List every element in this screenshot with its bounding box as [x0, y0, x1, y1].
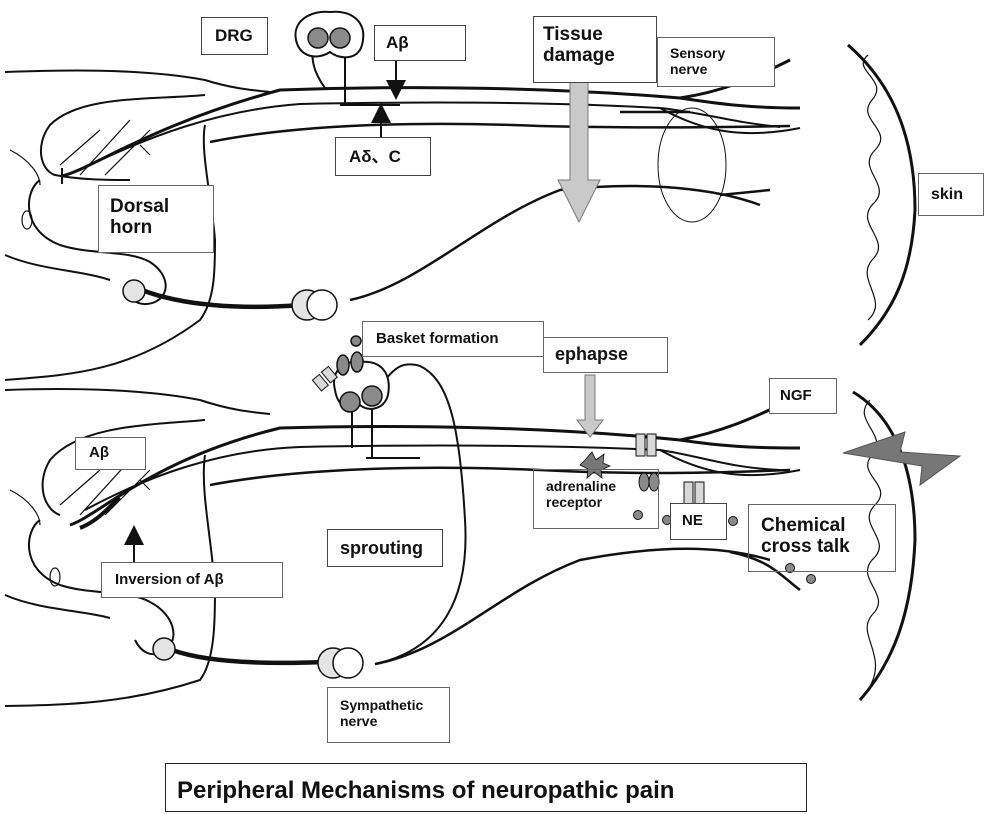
drg-stalk-bottom [352, 405, 420, 458]
skin-wavy-top [863, 55, 881, 320]
sympathetic-fiber-top [350, 186, 770, 300]
a-delta-c-fiber [80, 103, 800, 170]
label-sympathetic-nerve: Sympathetic nerve [327, 687, 450, 743]
nerve-ending-zone [658, 108, 726, 222]
figure-caption: Peripheral Mechanisms of neuropathic pai… [165, 763, 807, 812]
ephapse-arrow [577, 375, 603, 437]
label-chemical-cross-talk: Chemical cross talk [748, 504, 896, 572]
sympathetic-ganglion-top [292, 290, 337, 320]
central-canal [22, 211, 32, 229]
label-dorsal-horn: Dorsal horn [98, 185, 214, 253]
spinal-neuron-top [123, 280, 145, 302]
preganglionic-fiber-bottom [172, 650, 325, 663]
label-basket-formation: Basket formation [362, 321, 544, 357]
skin-surface-top [848, 45, 915, 345]
label-skin: skin [918, 173, 984, 216]
sprouting-fiber [375, 364, 466, 664]
label-sprouting: sprouting [327, 529, 443, 567]
preganglionic-fiber-top [142, 290, 300, 307]
tissue-damage-arrow [558, 80, 600, 222]
lightning-bolt [843, 432, 960, 485]
spinal-neuron-bottom [153, 638, 175, 660]
label-a-beta-bottom: Aβ [75, 437, 146, 470]
label-adrenaline-receptor: adrenaline receptor [533, 469, 659, 529]
label-ngf: NGF [769, 378, 837, 414]
label-drg: DRG [201, 17, 268, 55]
label-a-beta-top: Aβ [374, 25, 466, 61]
sympathetic-ganglion-bottom [318, 648, 363, 678]
label-inversion: Inversion of Aβ [101, 562, 283, 598]
nerve-fiber-lower [210, 112, 790, 142]
drg-ganglion-top [295, 12, 363, 58]
label-ne: NE [670, 503, 727, 540]
label-tissue-damage: Tissue damage [533, 16, 657, 83]
label-ephapse: ephapse [543, 337, 668, 373]
label-a-delta-c: Aδ、C [335, 137, 431, 176]
spinal-cord-inner [10, 120, 150, 185]
label-sensory-nerve: Sensory nerve [657, 37, 775, 87]
